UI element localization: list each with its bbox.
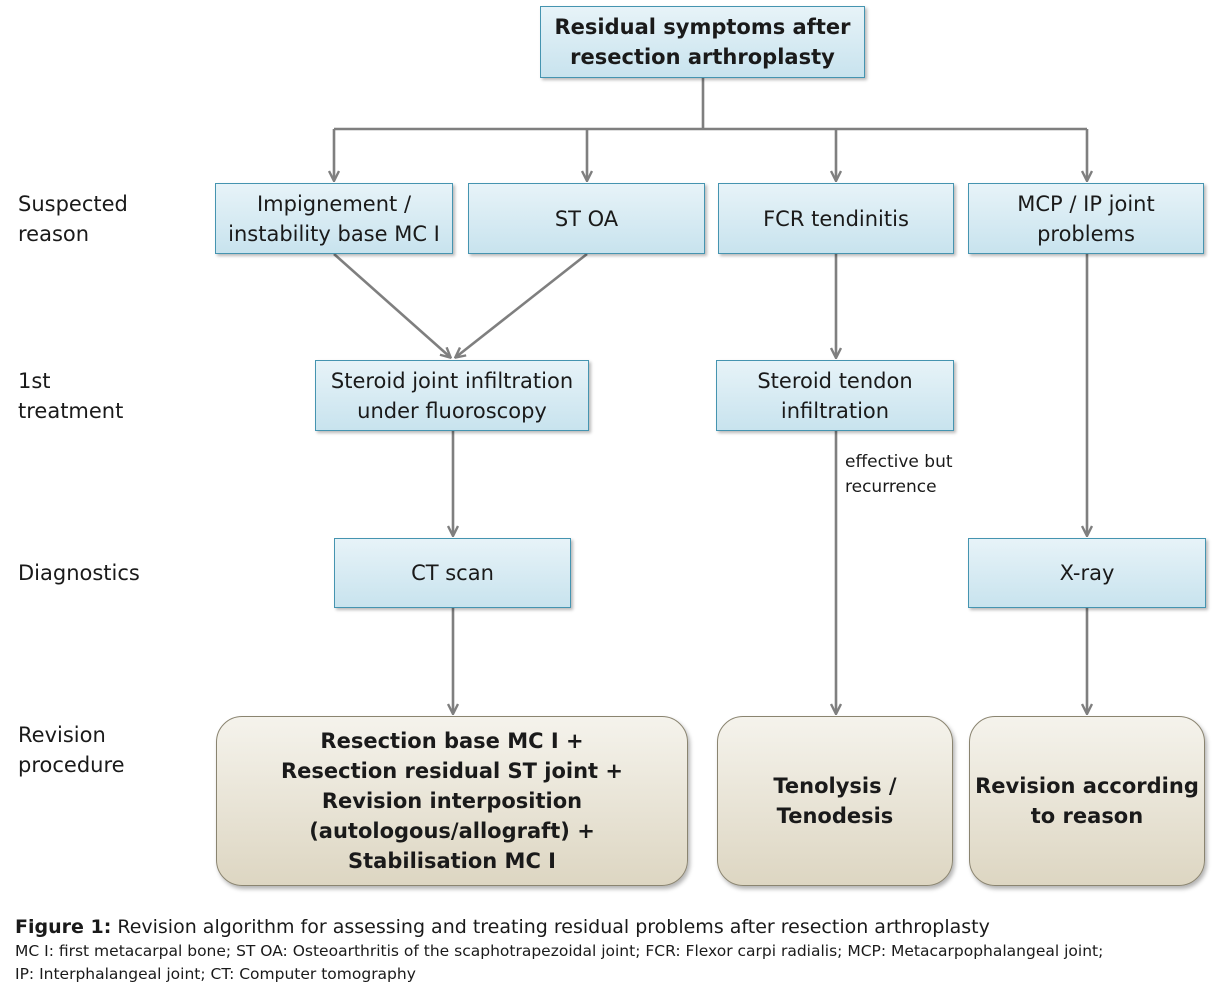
arrow-impingement-to-steroid-joint [333, 253, 450, 357]
node-impingement-instability: Impignement / instability base MC I [215, 183, 453, 254]
figure-caption: Figure 1: Revision algorithm for assessi… [15, 914, 1205, 986]
node-mcp-ip-problems: MCP / IP joint problems [968, 183, 1204, 254]
caption-footnote: MC I: first metacarpal bone; ST OA: Oste… [15, 942, 1104, 983]
node-fcr-tendinitis: FCR tendinitis [718, 183, 954, 254]
edge-note-effective-recurrence: effective but recurrence [845, 452, 953, 497]
caption-figure-label: Figure 1: [15, 916, 112, 938]
row-label-suspected-reason: Suspected reason [18, 192, 128, 246]
row-label-diagnostics: Diagnostics [18, 561, 140, 585]
row-label-revision-procedure: Revision procedure [18, 723, 125, 777]
node-resection-procedure: Resection base MC I + Resection residual… [216, 716, 688, 886]
row-label-first-treatment: 1st treatment [18, 369, 124, 423]
node-tenolysis-tenodesis: Tenolysis / Tenodesis [717, 716, 953, 886]
node-ct-scan: CT scan [334, 538, 571, 608]
node-st-oa: ST OA [468, 183, 705, 254]
caption-title-line: Figure 1: Revision algorithm for assessi… [15, 914, 1205, 940]
node-xray: X-ray [968, 538, 1206, 608]
caption-title: Revision algorithm for assessing and tre… [111, 916, 990, 938]
node-steroid-joint-infiltration: Steroid joint infiltration under fluoros… [315, 360, 589, 431]
node-residual-symptoms: Residual symptoms after resection arthro… [540, 6, 865, 78]
arrow-st-oa-to-steroid-joint [456, 252, 588, 357]
node-steroid-tendon-infiltration: Steroid tendon infiltration [716, 360, 954, 431]
node-revision-according-to-reason: Revision according to reason [969, 716, 1205, 886]
